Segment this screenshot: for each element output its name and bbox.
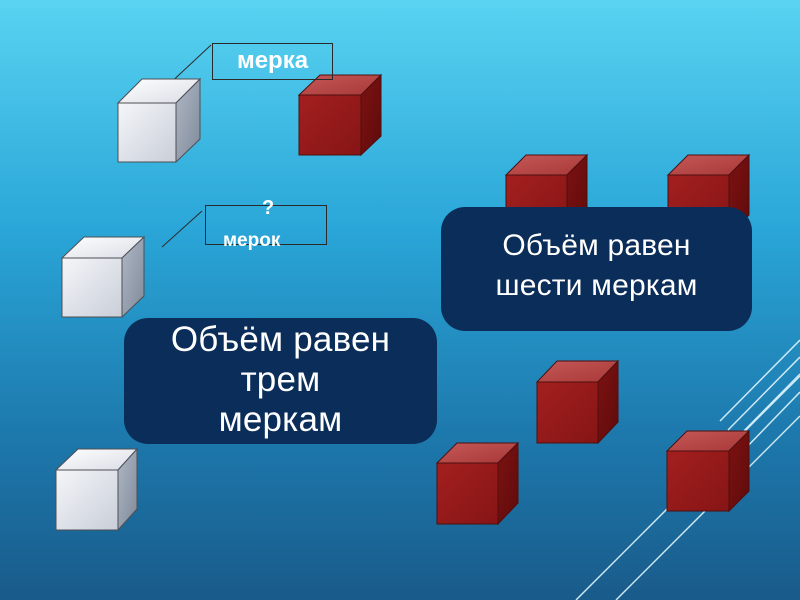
gray-cube-bottom-left xyxy=(56,449,137,530)
measure-count-question: ? xyxy=(262,198,274,218)
volume-six-measures-line-2: шести меркам xyxy=(451,266,742,306)
gray-cube-top-left xyxy=(118,79,200,162)
volume-three-measures-line-3: меркам xyxy=(134,400,427,440)
gray-cube-middle-left xyxy=(62,237,144,317)
measure-count-word: мерок xyxy=(223,231,280,250)
volume-three-measures-box: Объём равен трем меркам xyxy=(124,318,437,444)
measure-label: мерка xyxy=(237,47,308,74)
volume-three-measures-line-1: Объём равен xyxy=(134,320,427,360)
measure-label-box: мерка xyxy=(212,43,333,80)
volume-three-measures-line-2: трем xyxy=(134,360,427,400)
red-cube-bottom-right xyxy=(667,431,749,511)
red-cube-bottom-center xyxy=(437,443,518,524)
red-cube-top-center xyxy=(299,75,381,155)
red-cube-center xyxy=(537,361,618,443)
volume-six-measures-box: Объём равен шести меркам xyxy=(441,207,752,331)
volume-six-measures-line-1: Объём равен xyxy=(451,226,742,266)
